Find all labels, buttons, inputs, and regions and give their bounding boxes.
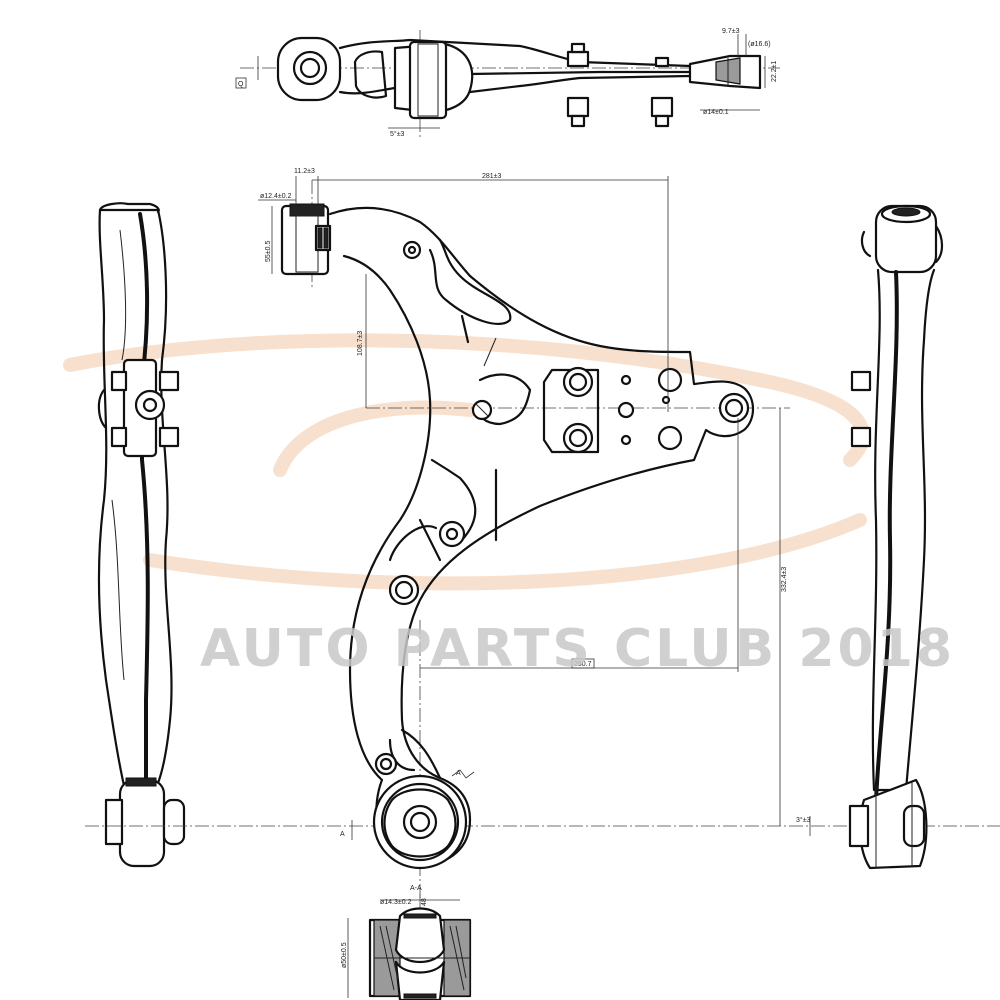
main-view: A A xyxy=(280,180,790,900)
dim-rear-bush-id: ø14.3±0.2 xyxy=(380,899,412,906)
right-side-view xyxy=(848,204,944,870)
left-side-view xyxy=(85,202,1000,868)
section-a-a-view: A-A ø14.3±0.2 48 ø50±0.5 xyxy=(341,885,472,1000)
dim-top-stud-dia: (ø16.6) xyxy=(748,41,771,48)
dim-top-height: 22.2±1 xyxy=(771,61,778,82)
watermark-text: AUTO PARTS CLUB 2018 xyxy=(200,619,955,679)
section-mark-label: A xyxy=(340,831,345,838)
dim-top-ball-offset: 9.7±3 xyxy=(722,28,740,35)
dim-vertical-108: 108.7±3 xyxy=(357,331,364,356)
section-title: A-A xyxy=(410,885,422,892)
dim-rear-offset: 3°±3 xyxy=(796,816,811,824)
section-arrow-label: A xyxy=(456,770,461,777)
top-view: Q 9.7±3 (ø16.6) 22.2±1 ø14±0.1 5°±3 xyxy=(235,28,780,138)
dim-rear-bush-h: 48 xyxy=(421,898,428,906)
dim-length-332: 332.4±3 xyxy=(781,567,788,592)
dim-top-hole-dia: ø14±0.1 xyxy=(703,109,729,116)
dim-top-bush-offset: 5°±3 xyxy=(390,130,405,138)
dim-front-bush-id: ø12.4±0.2 xyxy=(260,193,292,200)
top-left-box-label: Q xyxy=(238,81,244,88)
dim-length-250: 250.7 xyxy=(574,661,592,668)
main-dimensions: 281±3 11.2±3 ø12.4±0.2 55±0.5 108.7±3 33… xyxy=(258,168,811,836)
dim-rear-bush-od: ø50±0.5 xyxy=(341,942,348,968)
dim-front-bush-len: 55±0.5 xyxy=(265,241,272,262)
dim-front-bush-width: 11.2±3 xyxy=(294,168,315,175)
dim-length-281: 281±3 xyxy=(482,173,502,180)
